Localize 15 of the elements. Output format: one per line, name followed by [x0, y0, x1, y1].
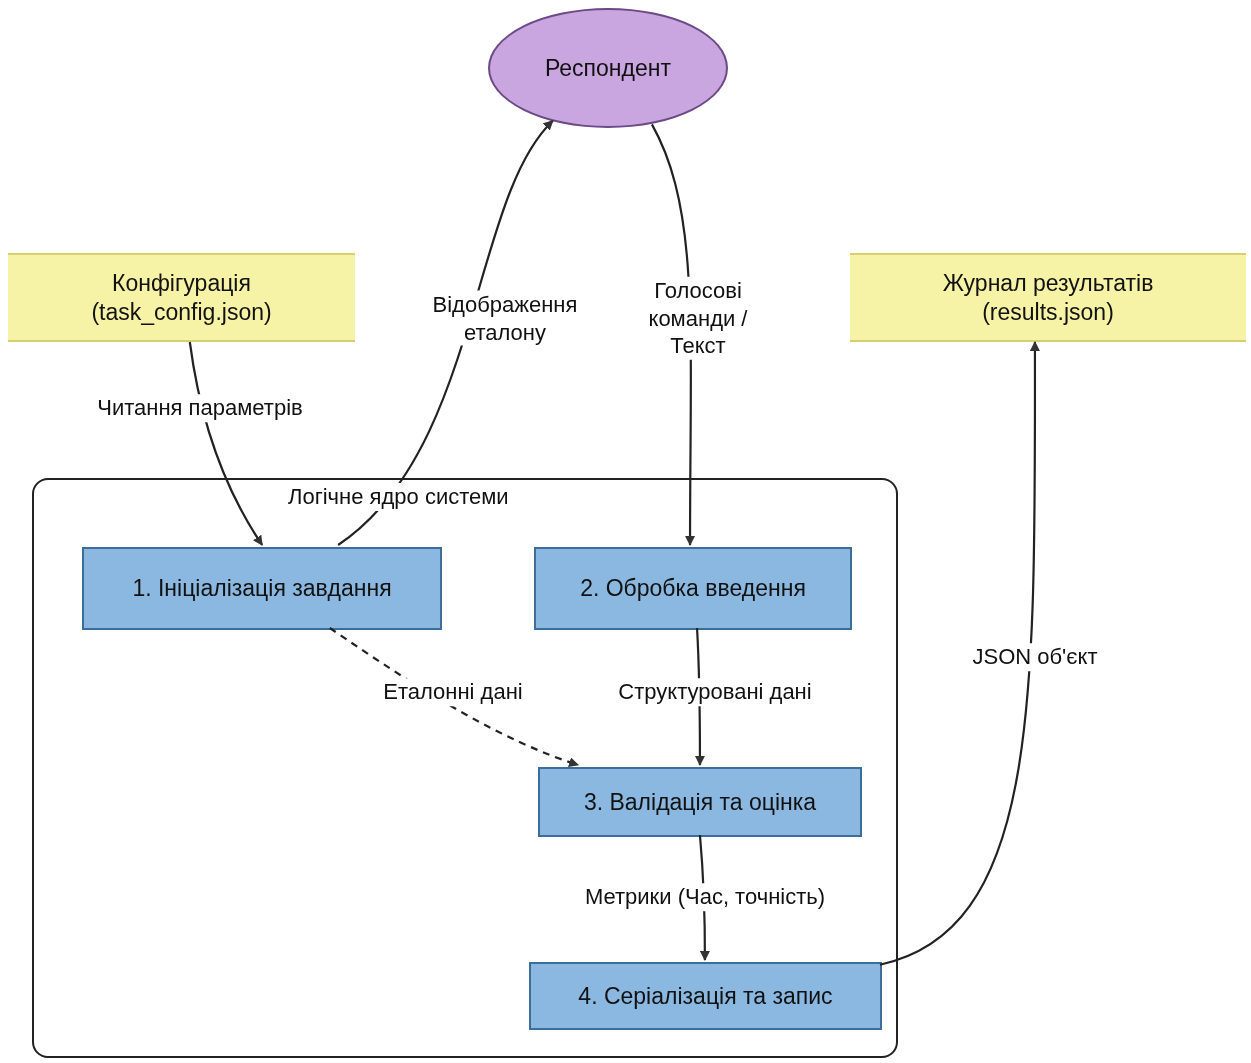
node-label: Респондент [544, 53, 672, 83]
node-label: 1. Ініціалізація завдання [131, 574, 393, 603]
process-box [82, 547, 442, 630]
node-label: Журнал результатів (results.json) [941, 268, 1155, 327]
process-box [534, 547, 852, 630]
data-store [8, 253, 355, 342]
group-container [32, 478, 898, 1058]
node-label: 3. Валідація та оцінка [582, 787, 818, 817]
node-label: Конфігурація (task_config.json) [90, 268, 273, 327]
process-box [529, 962, 882, 1030]
node-label: 4. Серіалізація та запис [577, 981, 834, 1011]
arrow [879, 341, 1040, 966]
process-box [538, 767, 862, 837]
node-label: 2. Обробка введення [579, 574, 807, 603]
data-store [850, 253, 1246, 342]
